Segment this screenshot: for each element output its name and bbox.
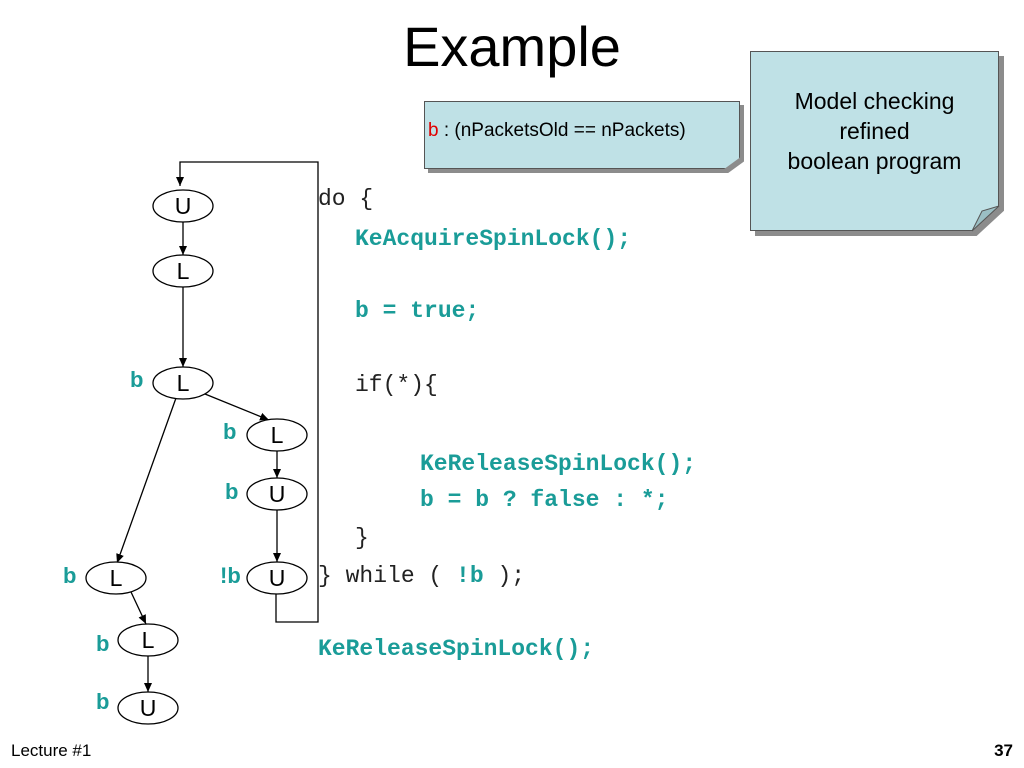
predicate-label: b: [96, 689, 110, 714]
footer-lecture: Lecture #1: [11, 741, 92, 760]
code-line-release-inner: KeReleaseSpinLock();: [420, 451, 697, 477]
slide-title: Example: [403, 15, 621, 78]
code-line-if: if(*){: [355, 372, 438, 398]
node-label: L: [109, 565, 123, 591]
node-label: U: [174, 193, 192, 219]
node-label: L: [141, 627, 155, 653]
predicate-label: b: [225, 479, 239, 504]
predicate-label: b: [130, 367, 144, 392]
node-l3: [246, 418, 308, 452]
code-line-assign-nondet: b = b ? false : *;: [420, 487, 669, 513]
predicate-label: b: [63, 563, 77, 588]
page-number: 37: [994, 741, 1013, 760]
code-line-while: } while ( !b );: [318, 563, 525, 589]
node-l4: [85, 561, 147, 595]
node-l5: [117, 623, 179, 657]
node-u3: [246, 561, 308, 595]
predicate-label: b: [96, 631, 110, 656]
predicate-definition: b : (nPacketsOld == nPackets): [428, 120, 686, 142]
code-line-acquire: KeAcquireSpinLock();: [355, 226, 632, 252]
predicate-label: b: [223, 419, 237, 444]
node-u1: [152, 189, 214, 223]
node-label: U: [268, 481, 286, 507]
node-label: U: [268, 565, 286, 591]
edge-l2-l3: [204, 393, 270, 421]
code-line-close: }: [355, 525, 369, 551]
while-condition: !b: [456, 563, 484, 589]
node-u2: [246, 477, 308, 511]
node-label: L: [176, 258, 190, 284]
code-line-release-outer: KeReleaseSpinLock();: [318, 636, 595, 662]
node-label: U: [139, 695, 157, 721]
node-l1: [152, 254, 214, 288]
predicate-label: !b: [220, 563, 241, 588]
edge-l4-l5: [130, 591, 147, 625]
predicate-name: b: [428, 120, 439, 141]
code-line-assign: b = true;: [355, 298, 480, 324]
node-label: L: [270, 422, 284, 448]
node-l2: [152, 366, 214, 400]
predicate-expression: : (nPacketsOld == nPackets): [438, 120, 686, 141]
edge-l2-l4: [116, 397, 177, 564]
sticky-note-large: [750, 51, 999, 231]
note-large-text: Model checking refined boolean program: [787, 88, 962, 174]
node-label: L: [176, 370, 190, 396]
code-line-do: do {: [318, 186, 374, 212]
while-prefix: } while (: [318, 563, 457, 589]
loop-back-edge: [176, 161, 319, 623]
node-u4: [117, 691, 179, 725]
sticky-note-small: [424, 101, 740, 169]
while-suffix: );: [483, 563, 526, 589]
